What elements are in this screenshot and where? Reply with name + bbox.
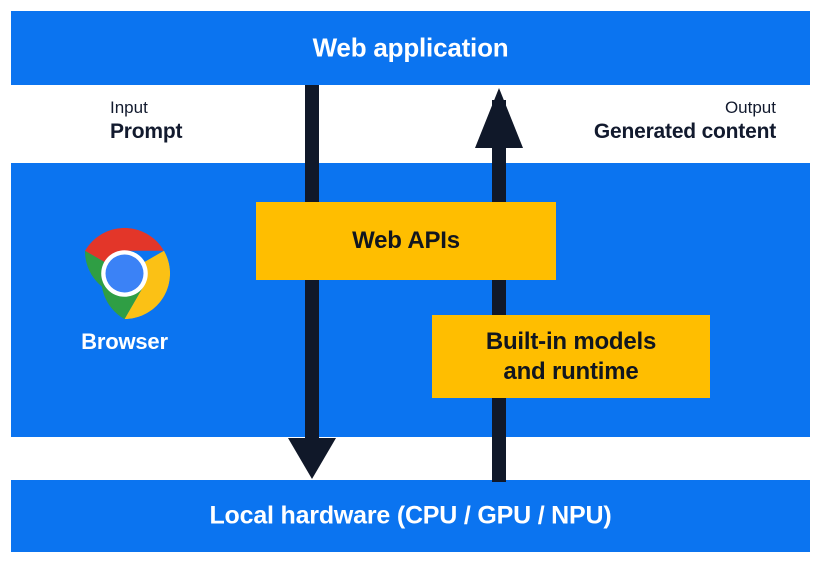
local-hardware-label: Local hardware (CPU / GPU / NPU) — [209, 501, 612, 530]
input-value-label: Prompt — [110, 119, 183, 143]
builtin-models-label: Built-in models and runtime — [485, 327, 657, 387]
builtin-models-line1: Built-in models — [485, 327, 657, 355]
web-application-label: Web application — [312, 32, 509, 63]
browser-group: Browser — [62, 226, 187, 355]
local-hardware-band: Local hardware (CPU / GPU / NPU) — [11, 480, 810, 552]
input-kind-label: Input — [110, 98, 148, 117]
web-apis-box[interactable]: Web APIs — [256, 202, 556, 280]
web-application-band: Web application — [11, 11, 810, 85]
input-flow-label: Input Prompt — [110, 98, 183, 144]
input-flow-arrowhead — [288, 438, 336, 479]
builtin-models-box[interactable]: Built-in models and runtime — [432, 315, 710, 398]
output-value-label: Generated content — [593, 119, 776, 143]
chrome-icon — [84, 227, 171, 320]
builtin-models-line2: and runtime — [503, 357, 639, 385]
web-apis-label: Web APIs — [352, 227, 460, 254]
output-flow-arrowhead — [475, 88, 523, 148]
browser-label: Browser — [81, 329, 168, 354]
output-flow-label: Output Generated content — [594, 98, 776, 144]
output-kind-label: Output — [724, 98, 776, 117]
